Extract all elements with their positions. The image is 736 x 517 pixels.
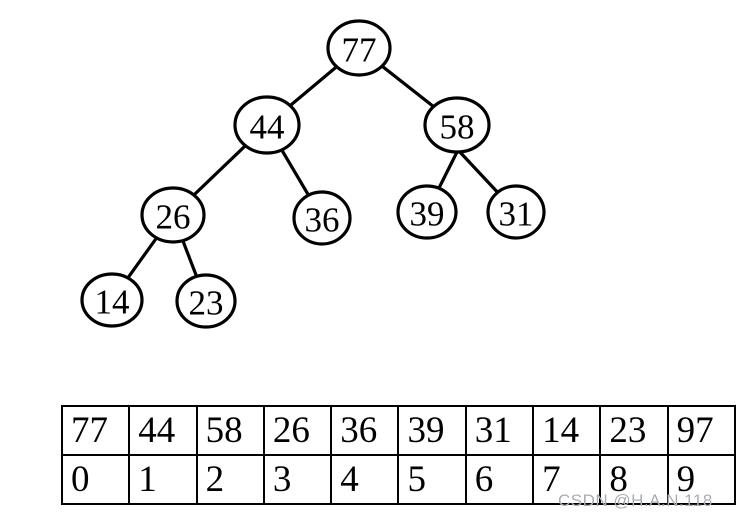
tree-node-label: 39	[410, 195, 445, 234]
array-values-row: 77 44 58 26 36 39 31 14 23 97	[60, 405, 736, 456]
array-value-cell: 44	[128, 405, 198, 456]
tree-node-circle	[233, 95, 301, 155]
array-value-cell: 97	[666, 405, 736, 456]
tree-node-label: 23	[189, 284, 224, 323]
array-value-cell: 23	[599, 405, 669, 456]
tree-node-label: 58	[440, 108, 475, 147]
tree-node-58: 58	[423, 96, 491, 154]
tree-node-circle	[140, 186, 206, 244]
tree-node-77: 77	[326, 19, 392, 77]
array-value-cell: 77	[60, 405, 131, 456]
tree-node-circle	[175, 273, 237, 329]
array-index-cell: 4	[330, 454, 400, 505]
tree-node-23: 23	[175, 273, 237, 329]
tree-node-label: 44	[250, 108, 285, 147]
tree-node-44: 44	[233, 95, 301, 155]
array-table: 77 44 58 26 36 39 31 14 23 97 0 1 2 3 4 …	[60, 405, 736, 505]
tree-node-label: 36	[305, 201, 340, 240]
tree-node-circle	[486, 184, 546, 240]
array-index-cell: 2	[195, 454, 265, 505]
watermark: CSDN @H.A.N.118	[558, 491, 713, 510]
array-index-cell: 9	[666, 454, 736, 505]
tree-node-26: 26	[140, 186, 206, 244]
tree-node-36: 36	[292, 190, 352, 246]
array-index-cell: 3	[262, 454, 333, 505]
array-value-cell: 58	[195, 405, 265, 456]
tree-node-circle	[423, 96, 491, 154]
tree-node-31: 31	[486, 184, 546, 240]
tree-node-14: 14	[80, 272, 144, 328]
array-indices-row: 0 1 2 3 4 5 6 7 8 9	[60, 454, 736, 505]
array-index-cell: 0	[60, 454, 131, 505]
array-index-cell: 5	[397, 454, 467, 505]
array-value-cell: 36	[330, 405, 400, 456]
array-value-cell: 39	[397, 405, 467, 456]
array-index-cell: 7	[532, 454, 602, 505]
tree-node-label: 14	[95, 283, 130, 322]
array-value-cell: 26	[262, 405, 333, 456]
heap-tree-diagram: 77 44 58 26 36 39 31 14	[80, 19, 546, 329]
tree-node-circle	[292, 190, 352, 246]
tree-node-label: 77	[342, 31, 377, 70]
array-value-cell: 14	[532, 405, 602, 456]
array-index-cell: 8	[599, 454, 669, 505]
tree-node-label: 31	[499, 195, 534, 234]
array-value-cell: 31	[464, 405, 535, 456]
tree-node-39: 39	[396, 184, 458, 240]
array-index-cell: 6	[464, 454, 535, 505]
array-index-cell: 1	[128, 454, 198, 505]
tree-node-circle	[396, 184, 458, 240]
tree-node-circle	[80, 272, 144, 328]
tree-node-label: 26	[156, 198, 191, 237]
tree-node-circle	[326, 19, 392, 77]
